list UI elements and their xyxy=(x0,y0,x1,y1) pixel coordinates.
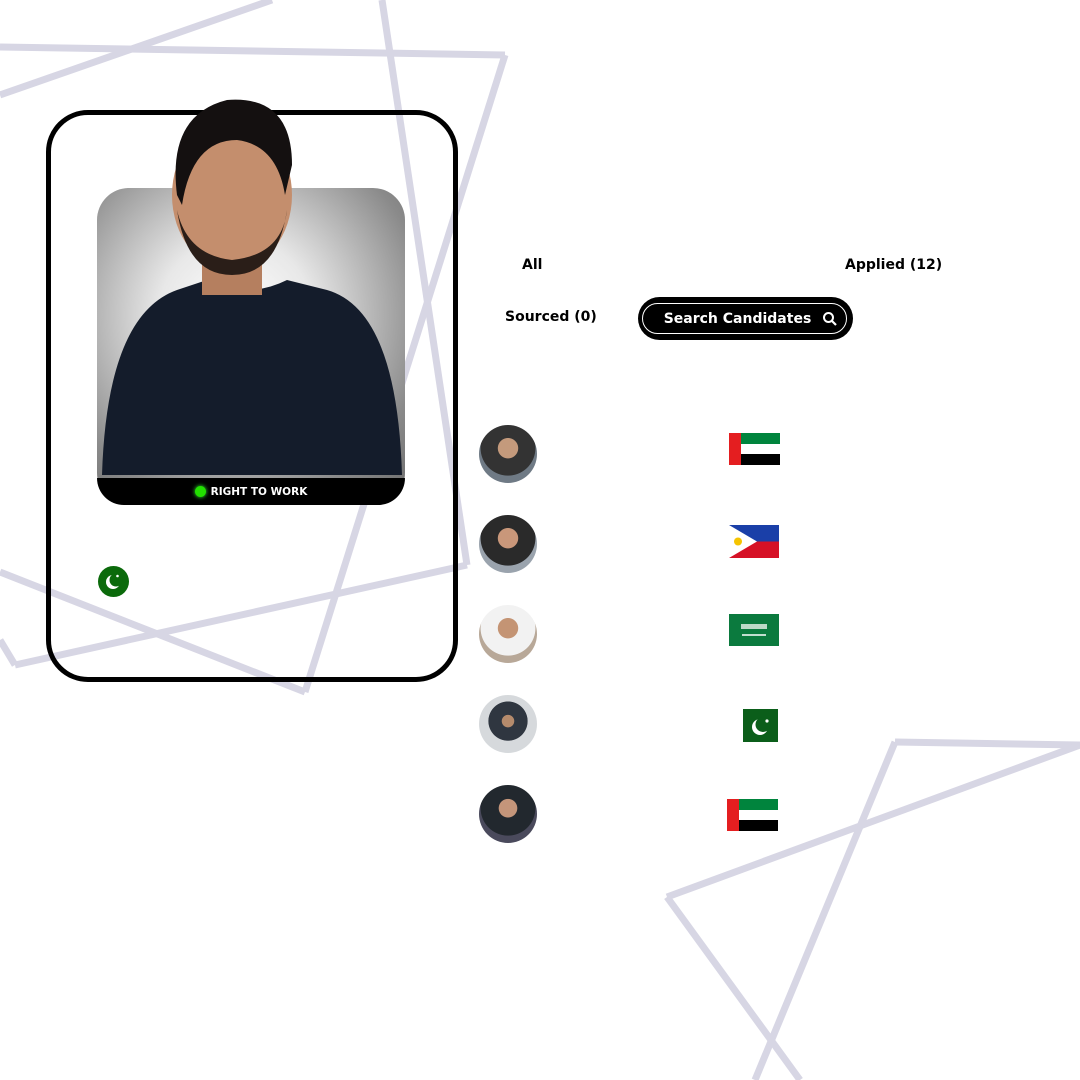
tab-all[interactable]: All xyxy=(522,257,543,273)
search-label: Search Candidates xyxy=(663,310,812,327)
tab-applied[interactable]: Applied (12) xyxy=(845,257,943,273)
candidate-avatar[interactable] xyxy=(479,695,537,753)
candidate-avatar[interactable] xyxy=(479,605,537,663)
uae-flag-icon xyxy=(729,433,780,465)
candidate-photo xyxy=(102,99,402,475)
philippines-flag-icon xyxy=(729,525,779,558)
right-to-work-label: RIGHT TO WORK xyxy=(210,485,308,498)
candidate-avatar[interactable] xyxy=(479,425,537,483)
search-candidates-button[interactable]: Search Candidates xyxy=(638,297,853,340)
tab-sourced[interactable]: Sourced (0) xyxy=(505,309,597,325)
candidate-avatar[interactable] xyxy=(479,515,537,573)
uae-flag-icon xyxy=(727,799,778,831)
candidate-avatar[interactable] xyxy=(479,785,537,843)
right-to-work-badge: RIGHT TO WORK xyxy=(97,478,405,505)
pakistan-flag-icon xyxy=(743,709,778,742)
search-icon xyxy=(823,312,837,326)
status-dot-icon xyxy=(194,486,206,497)
pakistan-flag-icon xyxy=(98,566,129,597)
saudi-arabia-flag-icon xyxy=(729,614,779,646)
